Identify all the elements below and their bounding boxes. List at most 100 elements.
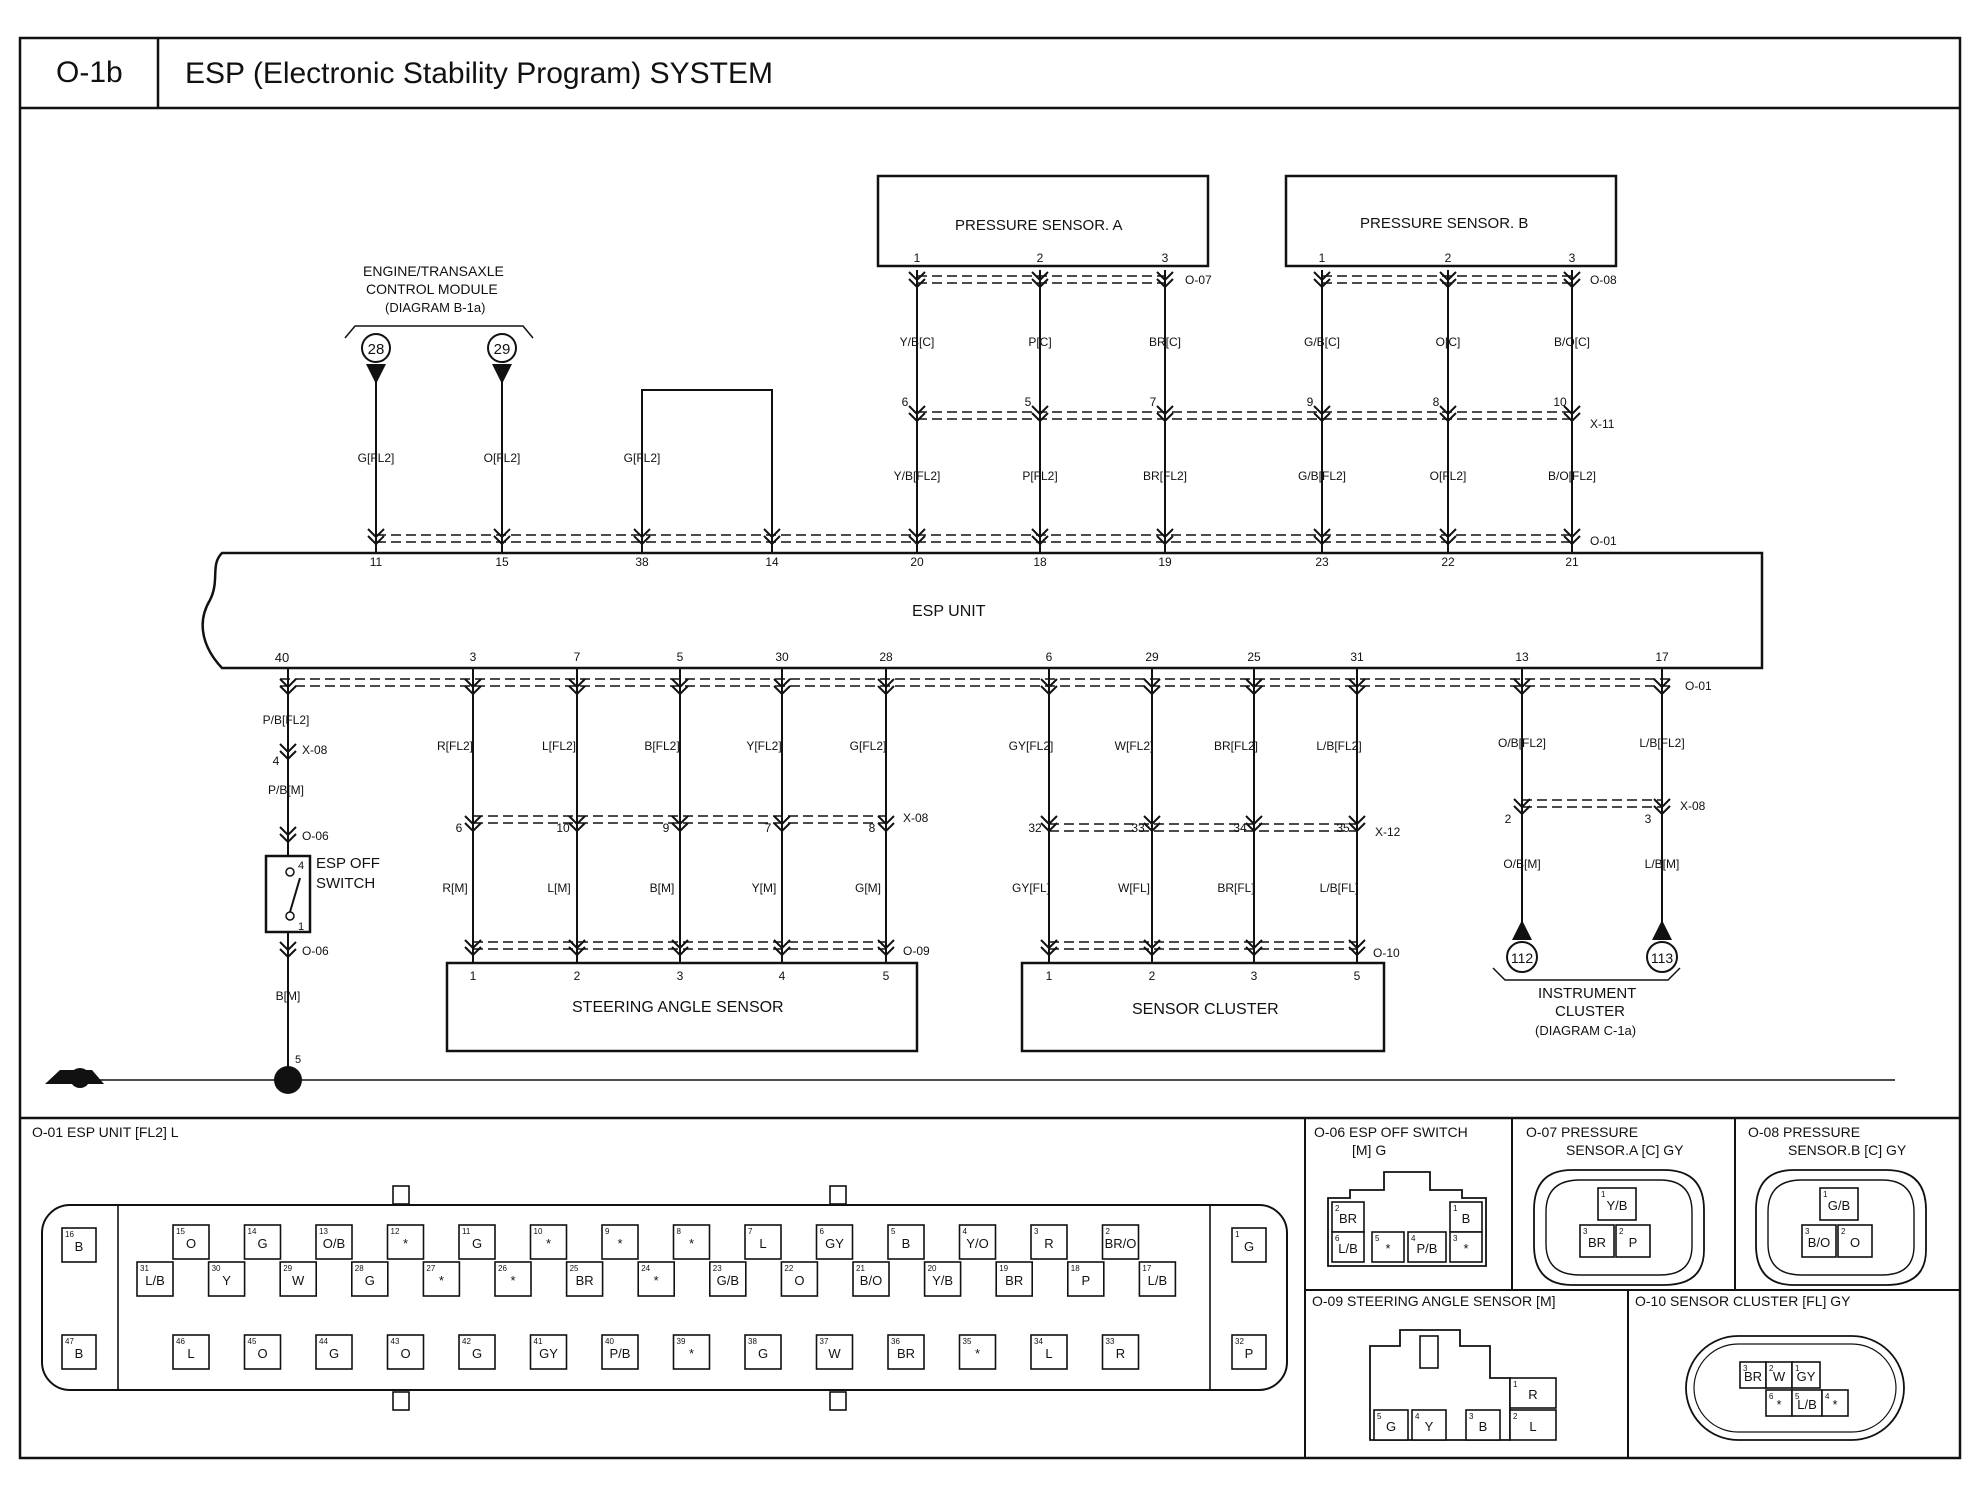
o01-pin-row1-9-color: GY [825,1236,844,1251]
cluster_wires-upper-label-c6: GY[FL2] [1009,739,1054,753]
o10-pin-3-color: * [1776,1397,1781,1412]
o01-pin-row1-1-box [243,1224,282,1260]
o01-pin-row2-1-box [207,1261,246,1297]
o01-pin-row3-10-color: BR [897,1346,915,1361]
o01-pin-row1-5-box [529,1224,568,1260]
o01-pin-row3-6-color: P/B [610,1346,631,1361]
instrument-upper-label-i17: L/B[FL2] [1639,736,1684,750]
o09-key [1419,1335,1439,1369]
o01-pin-row1-3-color: * [403,1236,408,1251]
conn_o07-title-2: SENSOR.A [C] GY [1566,1142,1684,1158]
o01-pin-row1-2-box [315,1224,353,1260]
o01-connector-title: O-01 ESP UNIT [FL2] L [32,1124,179,1140]
o09-pin-2-box [1411,1409,1447,1441]
o06-pin-0-num: 2 [1335,1204,1340,1213]
conn_o08-title-1: O-08 PRESSURE [1748,1124,1860,1140]
o01-pin-row2-13-box [1067,1261,1105,1297]
esp-off-x08-label: X-08 [302,743,328,757]
esp-pin-top-w23: 23 [1315,555,1329,569]
connector-o01-pin-w19 [1156,528,1174,546]
instrument-esp-pin-i13: 13 [1515,650,1529,664]
o01-pin-row2-7-box [637,1261,676,1297]
esp-pin-40: 40 [275,650,289,665]
connector-o01-pin-w22 [1439,528,1457,546]
o01-pin-row2-4-num: 27 [426,1264,435,1273]
cluster_wires-x-pin-label-c31: 35 [1336,821,1350,835]
steering_wires-x-pin-label-s3: 6 [456,821,463,835]
instrument-arrow-1 [1652,920,1672,940]
x11-pin-w19: 7 [1150,395,1157,409]
cluster_wires-x-pin-c29 [1143,815,1161,833]
esp-off-switch-pin-top: 4 [298,860,304,872]
o01-pin-row2-13-num: 18 [1071,1264,1080,1273]
o01-pin-row1-13-box [1101,1224,1140,1260]
instrument-esp-pin-i17: 17 [1655,650,1669,664]
steering_wires-o01-pin-s30 [773,678,791,696]
o01-pin-row3-2-num: 44 [319,1337,328,1346]
esp-off-wire3-label: B[M] [276,989,301,1003]
instrument-arrow-0 [1512,920,1532,940]
o01-pin-row1-6-box [601,1224,639,1260]
o09-pin-4-box [1509,1409,1557,1441]
o01-pin-row3-1-box [243,1334,282,1370]
esp-pin-top-w38: 38 [635,555,649,569]
conn_o08-inner [1767,1179,1915,1276]
o09-pin-3-color: B [1479,1419,1488,1434]
conn_o07-pin-0-num: 1 [1601,1190,1606,1199]
wire-label-upper-w22: O[C] [1436,335,1461,349]
o01-latch-0 [392,1185,410,1205]
o09-pin-0-num: 1 [1513,1380,1518,1389]
pressure-b-pin-1: 1 [1319,251,1326,265]
o10-pin-2-color: GY [1797,1369,1816,1384]
o01-pin-row3-5-num: 41 [534,1337,543,1346]
connector-x11-pin-w21 [1563,405,1581,423]
connector-o07-08-pin-w22 [1439,271,1457,289]
o01-latch-2 [392,1391,410,1411]
conn_o07-inner [1545,1179,1693,1276]
o10-inner [1693,1343,1897,1433]
cluster_wires-esp-pin-c31: 31 [1350,650,1364,664]
instrument-circle-num-1: 113 [1651,950,1674,966]
instrument-bracket [1492,967,1681,981]
o01-pin-row3-13-color: R [1116,1346,1125,1361]
esp-pin-top-w15: 15 [495,555,509,569]
connector-o01-pin-w18 [1031,528,1049,546]
esp-pin-top-w21: 21 [1565,555,1579,569]
switch-blade [289,877,301,913]
conn_o08-pin-0-box [1819,1187,1859,1221]
o01-pin-row1-6-color: * [617,1236,622,1251]
esp-off-o06-bot-label: O-06 [302,944,329,958]
o01-pin-row3-2-box [315,1334,353,1370]
steering_wires-esp-pin-s28: 28 [879,650,893,664]
o01-pin-row1-13-color: BR/O [1105,1236,1137,1251]
connector-x11-pin-w23 [1313,405,1331,423]
instrument-circle-0 [1506,941,1538,973]
connector-x08-esp-off [279,743,297,761]
o01-pin-row1-11-color: Y/O [966,1236,988,1251]
etcm-bracket [344,325,534,339]
o01-pin-row2-10-num: 21 [856,1264,865,1273]
steering-angle-sensor-label: STEERING ANGLE SENSOR [572,999,784,1016]
ground-point-number: 1 [284,1074,291,1089]
steering_wires-upper-label-s7: L[FL2] [542,739,576,753]
etcm-circle-num-1: 29 [494,341,511,358]
o01-pin-row2-9-color: O [794,1273,804,1288]
x11-pin-w23: 9 [1307,395,1314,409]
o10-pin-1-num: 2 [1769,1364,1774,1373]
cluster_wires-x-pin-label-c29: 33 [1131,821,1145,835]
instrument-o01-pin-i13 [1513,678,1531,696]
o10-pin-3-box [1765,1389,1793,1417]
o10-pin-0-num: 3 [1743,1364,1748,1373]
o01-pin-row1-5-num: 10 [534,1227,543,1236]
pressure-b-pin-3: 3 [1569,251,1576,265]
esp-off-o06-top-label: O-06 [302,829,329,843]
o09-pin-3-num: 3 [1469,1412,1474,1421]
o01-latch-1 [829,1185,847,1205]
wire-label-upper-w20: Y/B[C] [900,335,935,349]
o01-pin-right-0-box [1231,1227,1267,1263]
o01-pin-row1-9-box [815,1224,854,1260]
o10-label: O-10 [1373,946,1400,960]
wire-label-upper-w21: B/O[C] [1554,335,1590,349]
o09-pin-1-box [1373,1409,1409,1441]
o01-pin-left-0-num: 16 [65,1230,74,1239]
